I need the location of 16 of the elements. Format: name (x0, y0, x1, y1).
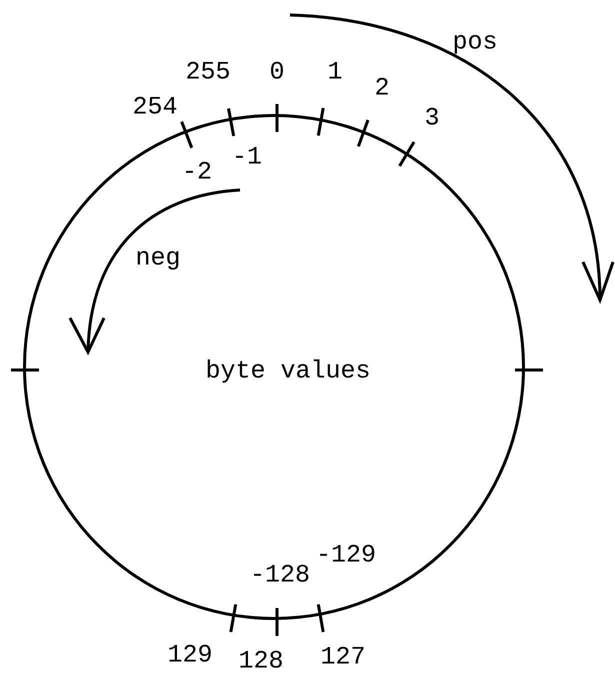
tick-label: 127 (320, 644, 366, 670)
tick-label: 254 (132, 94, 178, 120)
tick-label: -129 (316, 542, 376, 568)
circle-label: byte values (205, 356, 371, 386)
tick-label: 1 (328, 60, 342, 84)
arrow-label: neg (136, 246, 180, 270)
tick-label: -1 (232, 144, 262, 170)
tick-label: 129 (168, 642, 212, 668)
tick-label: 128 (238, 648, 284, 674)
tick-label: 0 (270, 60, 284, 84)
tick-label: 2 (374, 76, 390, 100)
arrow-label: pos (452, 30, 498, 54)
tick-label: -128 (250, 562, 310, 588)
tick-label: 3 (424, 106, 440, 130)
tick-label: 255 (186, 60, 230, 84)
tick-label: -2 (182, 160, 212, 184)
